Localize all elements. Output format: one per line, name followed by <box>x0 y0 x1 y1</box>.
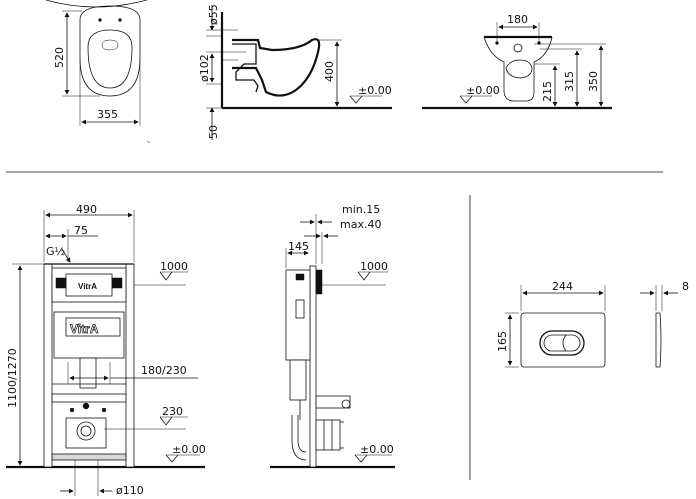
dim-315: 315 <box>563 71 576 92</box>
inlet-label: G½ <box>46 245 65 258</box>
dim-max-40: max.40 <box>340 218 381 231</box>
level-230: 230 <box>162 405 183 418</box>
flush-plate-front: 244 165 <box>496 280 606 368</box>
dim-8: 8 <box>682 280 689 293</box>
level-1000: 1000 <box>360 260 388 273</box>
outlet-hole-icon <box>513 43 523 53</box>
floor-level-label: ±0.00 <box>358 84 392 97</box>
dim-drain-110: ø110 <box>116 484 144 497</box>
dim-min-15: min.15 <box>342 203 380 216</box>
dim-145: 145 <box>288 240 309 253</box>
frame-side-view: min.15 max.40 145 1000 ±0.00 <box>270 203 395 469</box>
dim-75: 75 <box>74 224 88 237</box>
level-1000: 1000 <box>160 260 188 273</box>
toilet-side-view: ø55 ø102 400 ±0.00 50 <box>198 4 392 140</box>
dim-520: 520 <box>53 47 66 68</box>
toilet-top-view: 520 355 <box>45 0 151 144</box>
floor-level-label: ±0.00 <box>172 443 206 456</box>
dim-400: 400 <box>323 61 336 82</box>
dim-50: 50 <box>207 125 220 139</box>
fixing-hole-icon <box>98 18 102 22</box>
floor-level-label: ±0.00 <box>360 443 394 456</box>
frame-brand-top: VitrA <box>78 282 97 291</box>
flush-plate-side: 8 <box>640 280 689 368</box>
frame-brand-panel: VitrA <box>70 322 99 336</box>
dim-180-230: 180/230 <box>141 364 187 377</box>
dim-165: 165 <box>496 331 509 352</box>
frame-front-view: VitrA VitrA 490 75 G½ 1100/127 <box>6 203 206 497</box>
dim-490: 490 <box>76 203 97 216</box>
dim-350: 350 <box>587 71 600 92</box>
dim-244: 244 <box>552 280 573 293</box>
dim-pipe-55: ø55 <box>207 4 220 25</box>
dim-1100-1270: 1100/1270 <box>6 348 19 408</box>
dim-215: 215 <box>541 81 554 102</box>
dim-180: 180 <box>507 13 528 26</box>
dim-355: 355 <box>97 108 118 121</box>
dim-pipe-102: ø102 <box>198 54 211 82</box>
toilet-front-view: 180 215 315 350 ±0.00 <box>422 13 612 110</box>
floor-level-label: ±0.00 <box>466 84 500 97</box>
fixing-hole-icon <box>118 18 122 22</box>
